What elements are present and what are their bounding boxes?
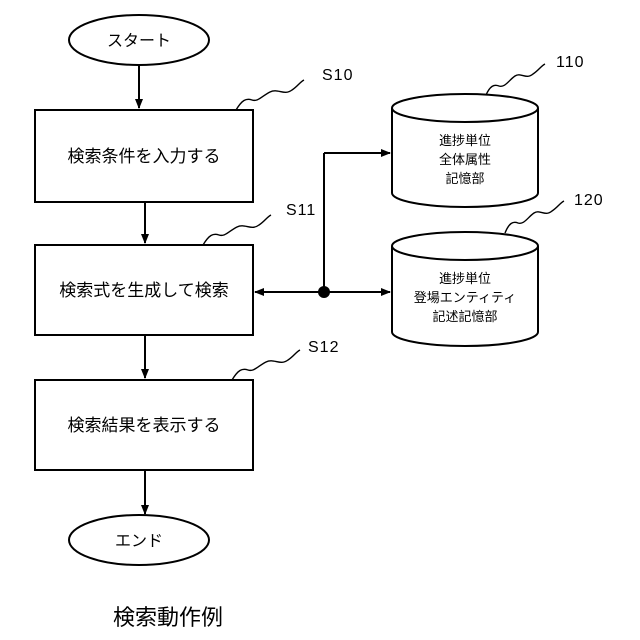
db-120-line-3: 記述記憶部 [432, 309, 497, 325]
db-120-ref: 120 [574, 192, 604, 209]
step-s11-label: 検索式を生成して検索 [59, 281, 229, 301]
step-s12-label: 検索結果を表示する [68, 416, 221, 436]
figure-caption: 検索動作例 [113, 606, 223, 631]
db-120-callout [505, 201, 564, 233]
end-label: エンド [115, 531, 163, 550]
database-110: 進捗単位 全体属性 記憶部 [392, 94, 538, 207]
start-label: スタート [107, 31, 171, 50]
step-s10-callout [236, 80, 304, 110]
start-terminal: スタート [69, 15, 209, 65]
db-110-line-2: 全体属性 [439, 152, 491, 168]
db-120-line-2: 登場エンティティ [414, 291, 516, 306]
db-110-callout [486, 64, 545, 95]
db-110-line-3: 記憶部 [445, 171, 484, 187]
step-s11-callout [203, 215, 271, 245]
step-s12-callout [232, 350, 300, 380]
step-s10-label: 検索条件を入力する [68, 147, 221, 167]
step-s12: 検索結果を表示する [35, 380, 253, 470]
junction-dot [318, 286, 330, 298]
step-s12-ref: S12 [308, 339, 339, 356]
db-110-line-1: 進捗単位 [439, 133, 491, 149]
step-s10-ref: S10 [322, 67, 353, 84]
step-s10: 検索条件を入力する [35, 110, 253, 202]
db-120-line-1: 進捗単位 [439, 271, 491, 287]
end-terminal: エンド [69, 515, 209, 565]
step-s11: 検索式を生成して検索 [35, 245, 253, 335]
db-110-ref: 110 [556, 54, 585, 71]
database-120: 進捗単位 登場エンティティ 記述記憶部 [392, 232, 538, 346]
step-s11-ref: S11 [286, 202, 316, 219]
